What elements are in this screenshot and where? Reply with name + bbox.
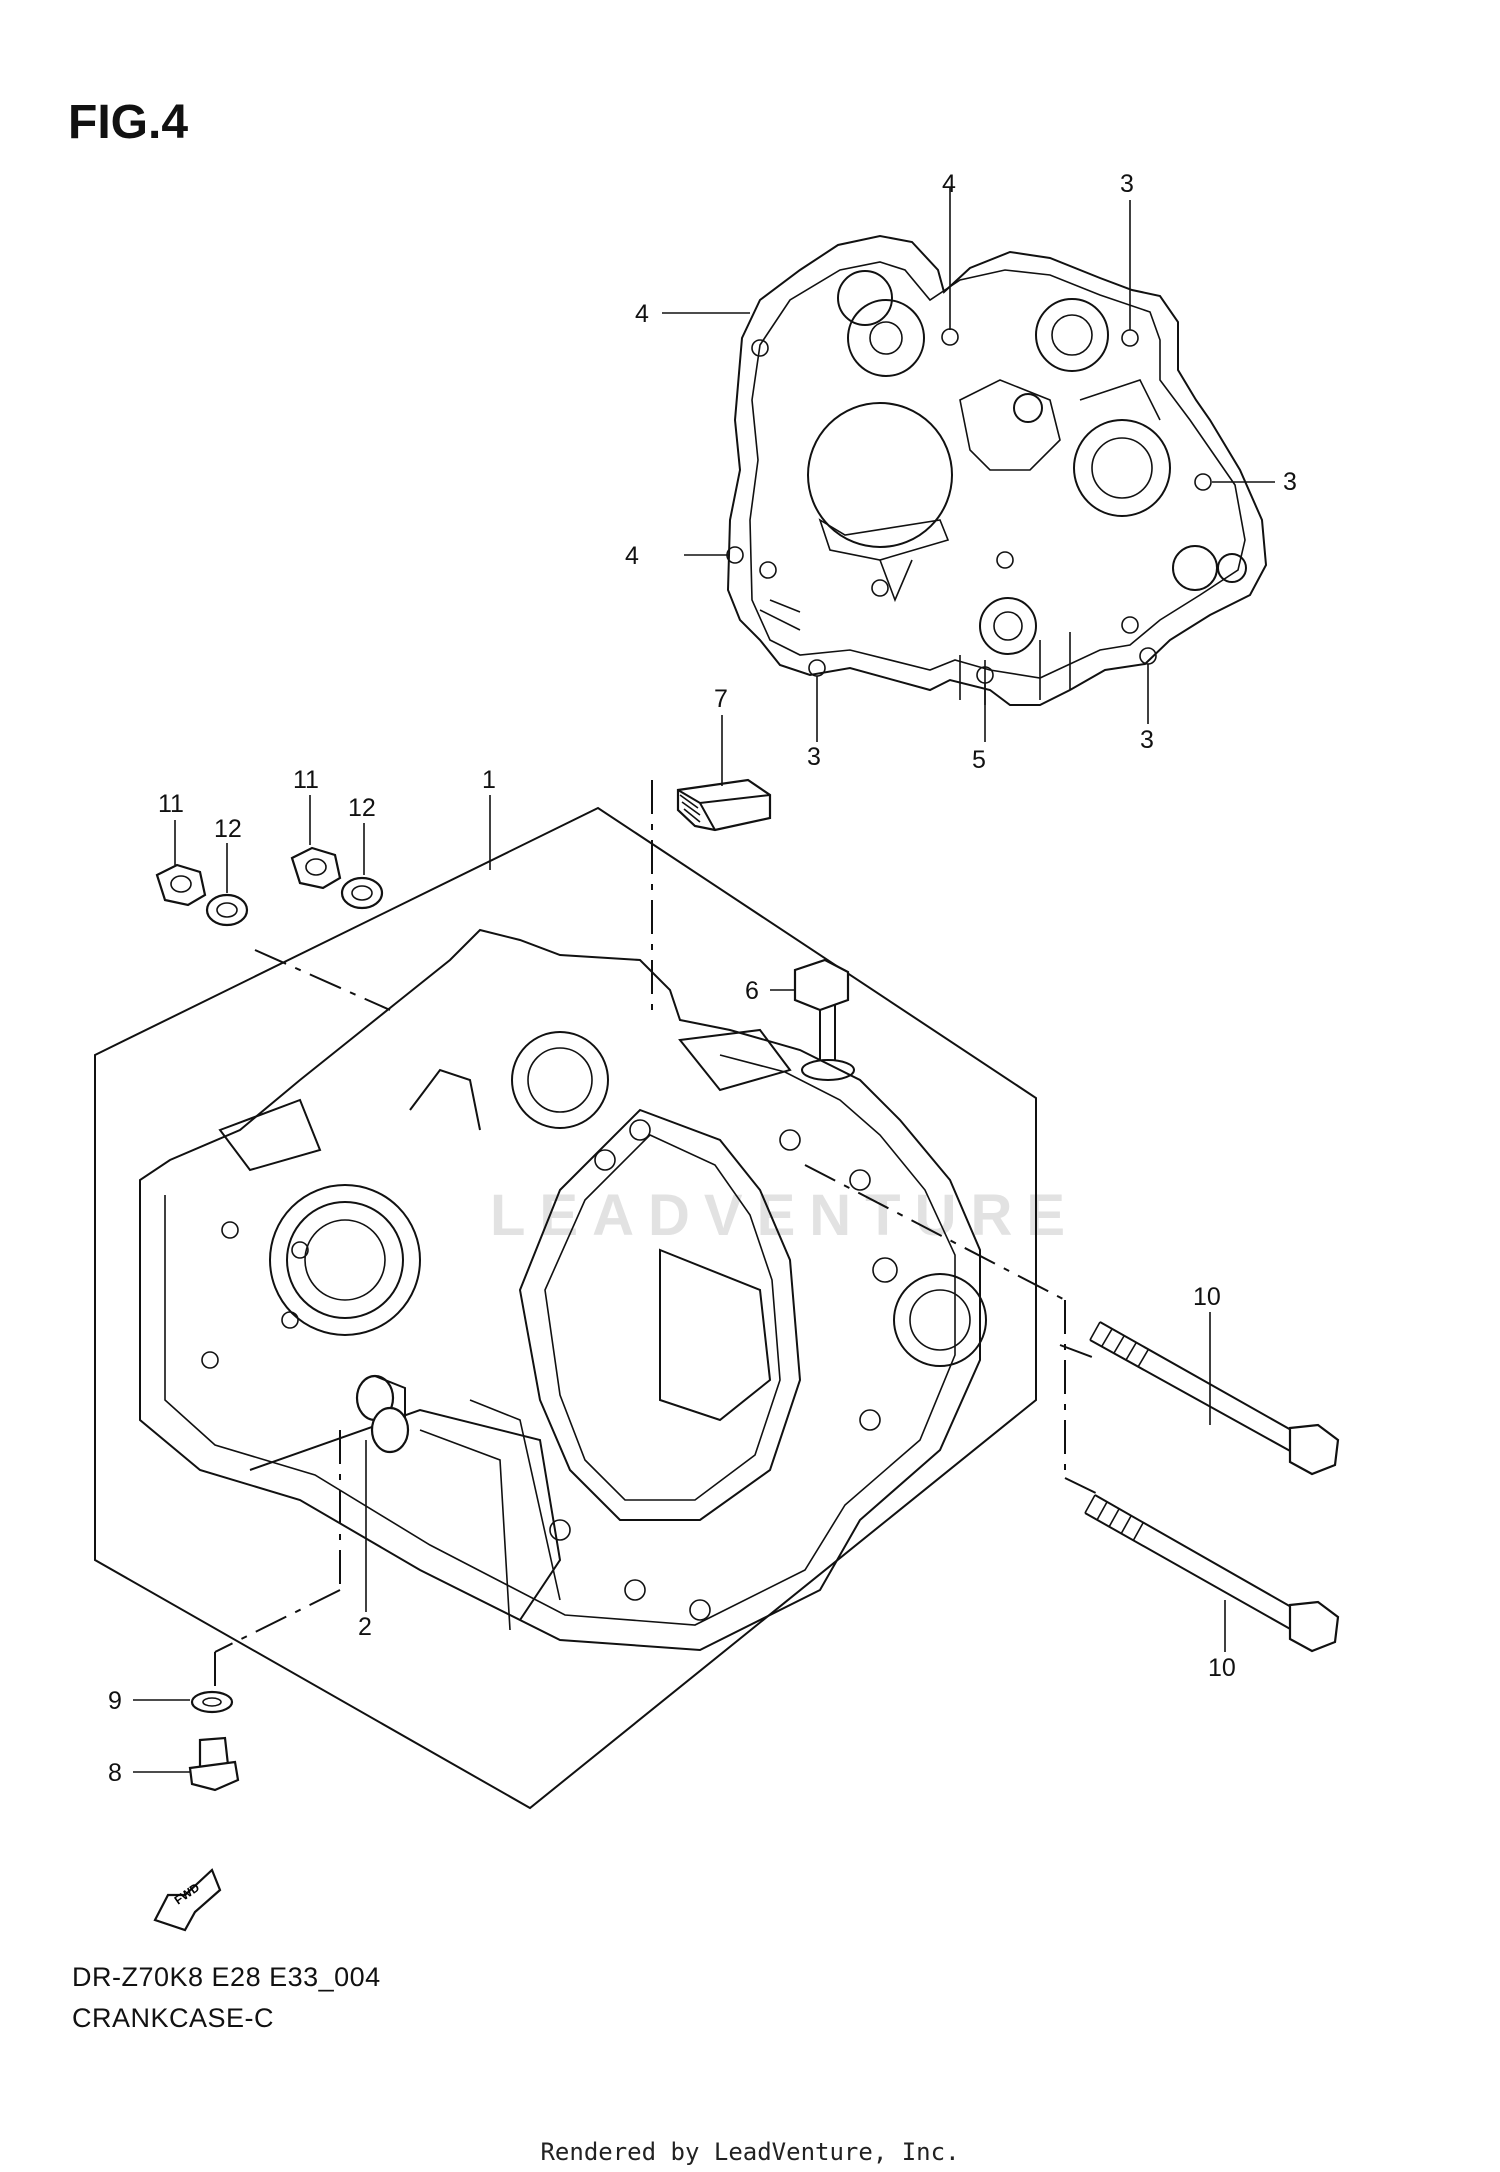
- callout-8: 8: [108, 1759, 122, 1787]
- part-12-washer-right: [340, 876, 384, 910]
- callout-leaders: [133, 715, 1226, 1773]
- diagram-code: DR-Z70K8 E28 E33_004: [72, 1962, 381, 1992]
- callout-2: 2: [358, 1613, 372, 1641]
- callout-6: 6: [745, 977, 759, 1005]
- callout-11: 11: [293, 766, 319, 794]
- assembly-leaders: [214, 780, 1101, 1695]
- crankcase-gasket: [726, 234, 1268, 706]
- part-10-bolt-lower: [1084, 1494, 1340, 1653]
- callout-10: 10: [1208, 1654, 1236, 1682]
- part-12-washer-left: [205, 893, 249, 927]
- callout-3: 3: [1283, 468, 1297, 496]
- part-11-nut-right: [290, 846, 342, 890]
- part-7-block: [676, 778, 772, 832]
- callout-4: 4: [635, 300, 649, 328]
- callout-9: 9: [108, 1687, 122, 1715]
- callout-5: 5: [972, 746, 986, 774]
- dowel-pin: [355, 1374, 410, 1454]
- callout-1: 1: [482, 766, 496, 794]
- assembly-outline: [94, 806, 1037, 1810]
- watermark: LEADVENTURE: [490, 1183, 1079, 1248]
- part-8-drain-plug: [188, 1736, 240, 1792]
- part-6-fitting: [793, 958, 855, 1081]
- callout-12: 12: [214, 815, 242, 843]
- part-10-bolt-upper: [1089, 1321, 1340, 1476]
- callout-4: 4: [625, 542, 639, 570]
- crankcase-body: [139, 928, 987, 1652]
- rendered-by-credit: Rendered by LeadVenture, Inc.: [540, 2138, 960, 2166]
- callout-3: 3: [1120, 170, 1134, 198]
- forward-arrow-icon: FWD: [153, 1868, 222, 1932]
- callout-11: 11: [158, 790, 184, 818]
- gasket-leaders: [662, 188, 1275, 742]
- callout-3: 3: [1140, 726, 1154, 754]
- part-11-nut-left: [155, 863, 207, 907]
- callout-4: 4: [942, 170, 956, 198]
- figure-title: FIG.4: [68, 96, 189, 149]
- callout-10: 10: [1193, 1283, 1221, 1311]
- callout-3: 3: [807, 743, 821, 771]
- callout-7: 7: [714, 685, 728, 713]
- diagram-name: CRANKCASE-C: [72, 2003, 275, 2033]
- callout-12: 12: [348, 794, 376, 822]
- part-9-washer: [190, 1690, 234, 1714]
